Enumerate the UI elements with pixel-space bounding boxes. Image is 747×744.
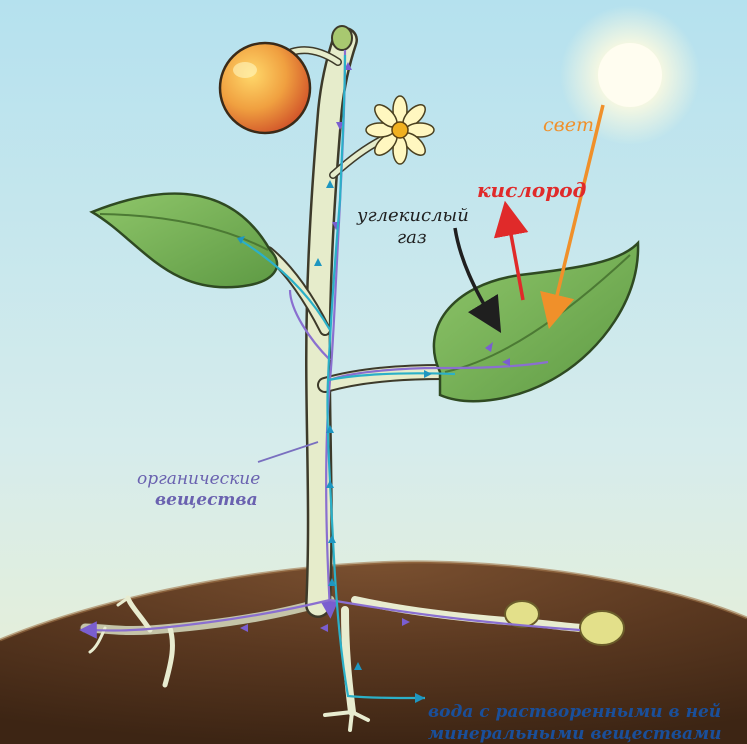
left-leaf <box>89 192 279 289</box>
water-flow <box>239 54 456 700</box>
tuber <box>579 610 625 646</box>
soil <box>0 561 747 744</box>
co2-arrow <box>453 227 502 333</box>
organic-pointer-line <box>257 441 319 463</box>
organic-flow-arrows <box>240 62 510 632</box>
label-co2-line2: газ <box>397 227 427 248</box>
label-oxygen: кислород <box>477 178 587 202</box>
right-leaf <box>432 239 640 403</box>
label-light: свет <box>543 114 594 136</box>
label-co2-line1: углекислый <box>356 205 469 226</box>
stem <box>262 27 453 618</box>
soil-rim <box>0 560 747 642</box>
label-organic-line2: вещества <box>155 490 258 510</box>
water-flow-arrows <box>237 180 432 703</box>
oxygen-arrow <box>493 200 529 301</box>
bud <box>331 25 353 51</box>
sun-core <box>598 43 662 107</box>
light-arrow <box>540 104 605 330</box>
label-water-line1: вода с растворенными в ней <box>428 702 721 722</box>
label-organic-line1: органические <box>137 469 260 489</box>
flower <box>365 95 435 165</box>
label-water-line2: минеральными веществами <box>428 724 722 744</box>
tuber <box>504 600 540 628</box>
apple <box>218 41 312 135</box>
